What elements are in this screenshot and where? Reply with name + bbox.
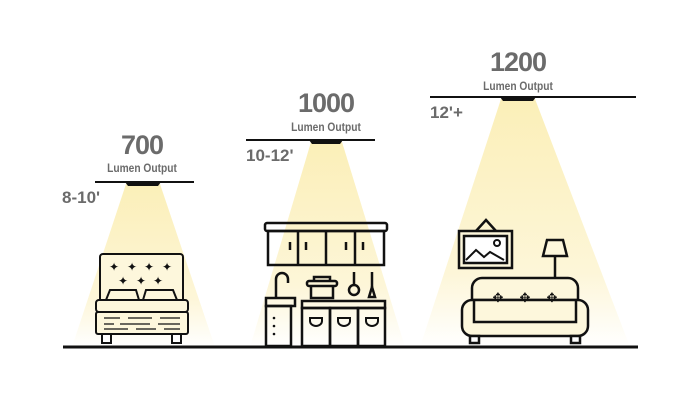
svg-text:✦: ✦ — [153, 274, 163, 288]
lumens-label-2: Lumen Output — [291, 120, 361, 134]
ceiling-fixture-3 — [430, 96, 636, 101]
lumens-value-2: 1000 — [297, 88, 355, 118]
svg-text:✥: ✥ — [547, 291, 558, 306]
ceiling-fixture-1 — [95, 181, 194, 186]
ceiling-height-2: 10-12' — [246, 146, 294, 165]
light-beam-2 — [250, 142, 405, 347]
ceiling-height-3: 12'+ — [430, 103, 463, 122]
lumens-value-3: 1200 — [489, 47, 547, 77]
svg-text:✥: ✥ — [493, 291, 504, 306]
svg-text:✦: ✦ — [127, 260, 137, 274]
svg-text:✦: ✦ — [109, 260, 119, 274]
lumens-label-1: Lumen Output — [107, 161, 177, 175]
bed-icon: ✦✦✦✦ ✦✦✦ — [95, 253, 189, 344]
living-room-icon: ✥ ✥ ✥ — [457, 218, 590, 345]
ceiling-height-1: 8-10' — [62, 188, 101, 207]
ceiling-fixture-2 — [246, 139, 375, 144]
svg-text:✦: ✦ — [118, 274, 128, 288]
kitchen-icon — [263, 221, 389, 348]
svg-text:✥: ✥ — [520, 291, 531, 306]
svg-text:✦: ✦ — [136, 274, 146, 288]
lumens-label-3: Lumen Output — [483, 79, 553, 93]
lumens-value-1: 700 — [120, 130, 164, 160]
svg-text:✦: ✦ — [144, 260, 154, 274]
svg-text:✦: ✦ — [162, 260, 172, 274]
